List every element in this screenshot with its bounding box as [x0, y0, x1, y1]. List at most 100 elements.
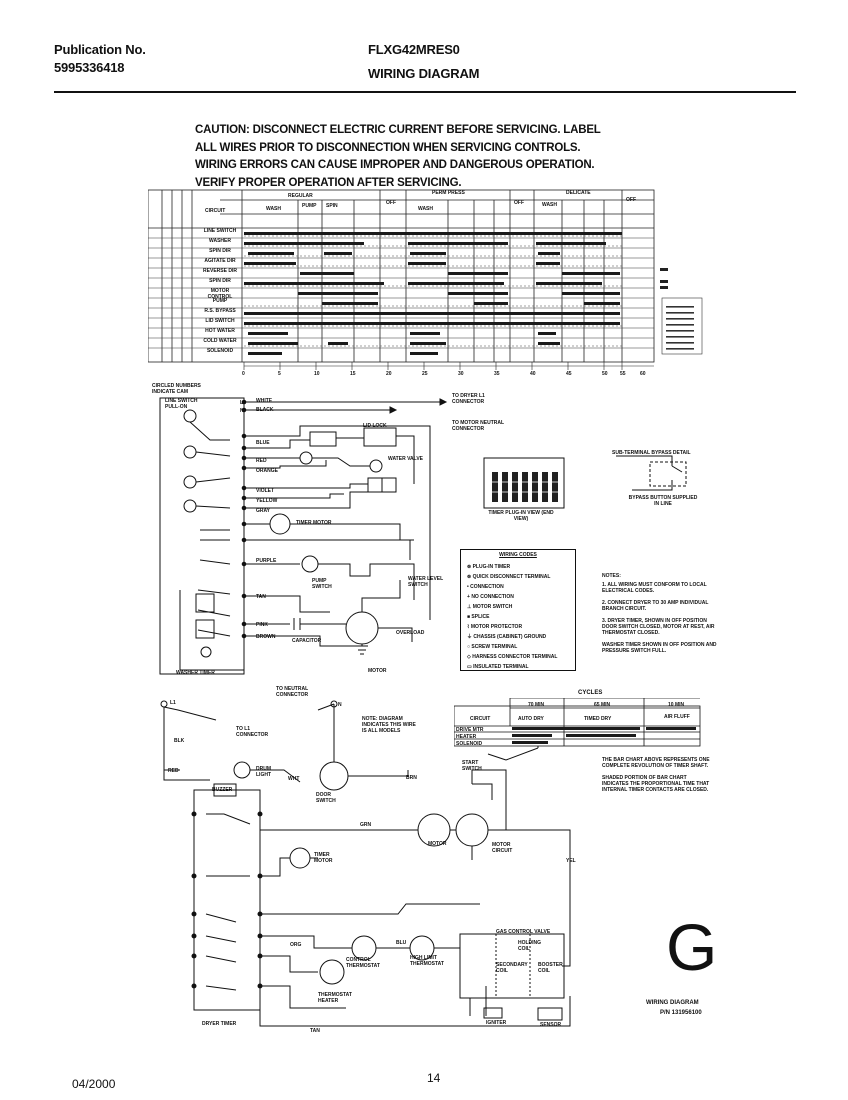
chart-scale-45: 45 — [566, 371, 572, 377]
chart-spin-header: SPIN — [326, 203, 338, 209]
dryer-wire-red: RED — [168, 768, 179, 774]
cycle-air-fluff: AIR FLUFF — [664, 714, 690, 720]
wiring-code-item: ⌇ MOTOR PROTECTOR — [467, 624, 523, 630]
chart-delicate-header: DELICATE — [566, 190, 591, 196]
igniter-label: IGNITER — [486, 1020, 507, 1026]
wiring-code-item: ◇ HARNESS CONNECTOR TERMINAL — [467, 654, 558, 660]
circuit-name: MOTOR CONTROL — [207, 288, 233, 300]
high-limit-label: HIGH LIMIT THERMOSTAT — [410, 955, 444, 967]
start-switch-label: START SWITCH — [462, 760, 482, 772]
washer-wire-pink: PINK — [256, 622, 268, 628]
dryer-to-l1: TO L1 CONNECTOR — [236, 726, 269, 738]
dryer-note: NOTE: DIAGRAM INDICATES THIS WIRE IS ALL… — [362, 716, 416, 734]
thermostat-heater-label: THERMOSTAT HEATER — [318, 992, 352, 1004]
wiring-codes-list: ⊗ PLUG-IN TIMER ⊗ QUICK DISCONNECT TERMI… — [467, 562, 571, 672]
circuit-name: R.S. BYPASS — [204, 308, 236, 314]
model-number: FLXG42MRES0 — [368, 42, 460, 57]
chart-scale-30: 30 — [458, 371, 464, 377]
booster-coil-label: BOOSTER COIL — [538, 962, 563, 974]
dryer-l1: L1 — [170, 700, 176, 706]
overload-label: OVERLOAD — [396, 630, 425, 636]
caution-line-4: VERIFY PROPER OPERATION AFTER SERVICING. — [195, 176, 462, 189]
chart-circuit-header: CIRCUIT — [205, 208, 226, 214]
washer-wire-white: WHITE — [256, 398, 273, 404]
chart-off-header-3: OFF — [626, 197, 636, 203]
dryer-timer-label: DRYER TIMER — [202, 1021, 237, 1027]
dryer-wire-blk: BLK — [174, 738, 185, 744]
chart-scale-55: 55 — [620, 371, 626, 377]
chart-scale-25: 25 — [422, 371, 428, 377]
circuit-name: REVERSE DIR — [203, 268, 237, 274]
wiring-code-text: SPLICE — [471, 614, 490, 620]
circuit-name: LID SWITCH — [205, 318, 235, 324]
dryer-to-neutral: TO NEUTRAL CONNECTOR — [276, 686, 309, 698]
chart-scale-10: 10 — [314, 371, 320, 377]
wiring-code-item: ⊗ QUICK DISCONNECT TERMINAL — [467, 574, 551, 580]
washer-wire-orange: ORANGE — [256, 468, 278, 474]
cycle-auto-dry: AUTO DRY — [518, 716, 544, 722]
dryer-wire-wht: WHT — [288, 776, 300, 782]
wiring-code-text: PLUG-IN TIMER — [472, 564, 511, 570]
bypass-note: BYPASS BUTTON SUPPLIED IN LINE — [628, 495, 698, 507]
dryer-wire-grn: GRN — [360, 822, 372, 828]
note-4: WASHER TIMER SHOWN IN OFF POSITION AND P… — [602, 642, 717, 654]
washer-terminal-n: N — [240, 408, 244, 414]
control-thermostat-label: CONTROL THERMOSTAT — [346, 957, 380, 969]
wiring-code-text: MOTOR SWITCH — [472, 604, 513, 610]
cycle-minutes-2: 65 MIN — [594, 702, 611, 708]
caution-text: CAUTION: DISCONNECT ELECTRIC CURRENT BEF… — [195, 122, 601, 192]
dryer-wire-brn: BRN — [406, 775, 417, 781]
washer-timer-label: WASHER TIMER — [176, 670, 215, 676]
chart-wash-header-1: WASH — [266, 206, 281, 212]
chart-scale-35: 35 — [494, 371, 500, 377]
publication-label: Publication No. — [54, 42, 146, 57]
drum-light-label: DRUM LIGHT — [256, 766, 271, 778]
chart-pump-header: PUMP — [302, 203, 317, 209]
cycle-row-solenoid: SOLENOID — [456, 741, 483, 747]
circuit-name: COLD WATER — [203, 338, 237, 344]
chart-scale-40: 40 — [530, 371, 536, 377]
bypass-title: SUB-TERMINAL BYPASS DETAIL — [612, 450, 691, 456]
door-switch-label: DOOR SWITCH — [316, 792, 336, 804]
bar-chart-note-1: THE BAR CHART ABOVE REPRESENTS ONE COMPL… — [602, 757, 710, 769]
page-title: WIRING DIAGRAM — [368, 66, 480, 81]
chart-scale-15: 15 — [350, 371, 356, 377]
dryer-wire-yel: YEL — [566, 858, 576, 864]
chart-scale-60: 60 — [640, 371, 646, 377]
chart-scale-50: 50 — [602, 371, 608, 377]
circuit-name: AGITATE DIR — [204, 258, 236, 264]
wiring-code-item: ⊗ PLUG-IN TIMER — [467, 564, 511, 570]
footer-page: 14 — [427, 1071, 441, 1085]
circuit-name: LINE SWITCH — [203, 228, 237, 234]
circuit-name: SOLENOID — [206, 348, 234, 354]
dryer-schematic — [160, 700, 571, 1027]
caution-line-2: ALL WIRES PRIOR TO DISCONNECTION WHEN SE… — [195, 141, 581, 154]
chart-wash-header-3: WASH — [542, 202, 557, 208]
wiring-code-item: ⊥ MOTOR SWITCH — [467, 604, 513, 610]
plug-view-label: TIMER PLUG-IN VIEW (END VIEW) — [488, 510, 554, 522]
chart-regular-header: REGULAR — [288, 193, 313, 199]
wiring-code-item: ▭ INSULATED TERMINAL — [467, 664, 529, 670]
washer-wire-yellow: YELLOW — [256, 498, 278, 504]
wiring-code-item: ⏚ CHASSIS (CABINET) GROUND — [467, 634, 547, 640]
bar-chart-note: THE BAR CHART ABOVE REPRESENTS ONE COMPL… — [602, 757, 714, 793]
chart-circuit-list: LINE SWITCH WASHER SPIN DIR AGITATE DIR … — [198, 228, 242, 358]
circuit-name: HOT WATER — [205, 328, 235, 334]
caution-line-3: WIRING ERRORS CAN CAUSE IMPROPER AND DAN… — [195, 159, 595, 171]
washer-wire-purple: PURPLE — [256, 558, 277, 564]
notes-title: NOTES: — [602, 573, 621, 579]
wiring-code-item: • CONNECTION — [467, 584, 504, 590]
wiring-code-item: ○ SCREW TERMINAL — [467, 644, 518, 650]
bypass-detail — [616, 455, 687, 491]
wiring-code-text: QUICK DISCONNECT TERMINAL — [472, 574, 551, 580]
dryer-wire-tan: TAN — [310, 1028, 320, 1034]
water-valve-label: WATER VALVE — [388, 456, 423, 462]
water-level-label: WATER LEVEL SWITCH — [408, 576, 444, 588]
wiring-code-text: CONNECTION — [470, 584, 504, 590]
note-1: 1. ALL WIRING MUST CONFORM TO LOCAL ELEC… — [602, 582, 707, 594]
cycles-circuit-label: CIRCUIT — [470, 716, 491, 722]
washer-wire-red: RED — [256, 458, 267, 464]
wiring-codes-title: WIRING CODES — [499, 552, 537, 558]
wiring-codes-box: WIRING CODES ⊗ PLUG-IN TIMER ⊗ QUICK DIS… — [460, 549, 576, 671]
wiring-code-text: NO CONNECTION — [471, 594, 514, 600]
